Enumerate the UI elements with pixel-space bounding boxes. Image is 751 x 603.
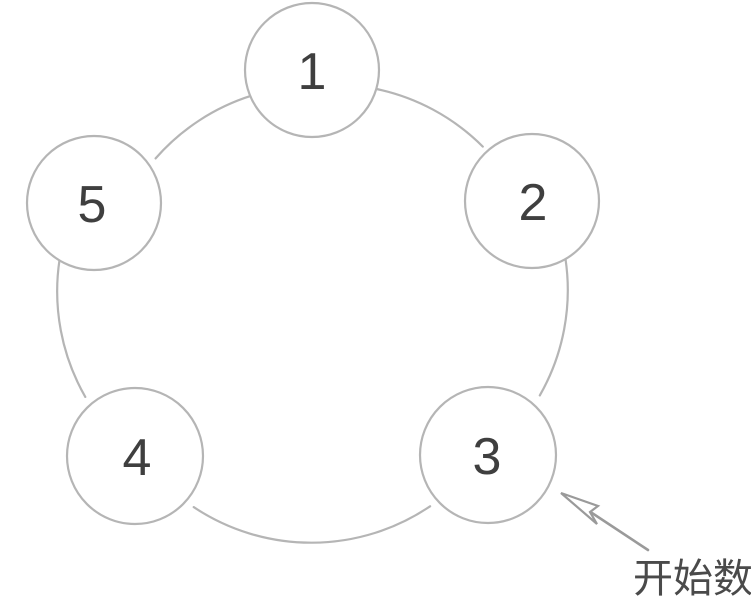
node-2-label: 2 <box>519 174 548 232</box>
edge-2-to-3 <box>538 257 569 397</box>
node-3-label: 3 <box>473 428 502 486</box>
node-3[interactable]: 3 <box>418 385 558 525</box>
node-5-circle[interactable] <box>25 134 163 272</box>
node-2-circle[interactable] <box>463 132 601 270</box>
edge-group <box>56 87 569 544</box>
node-1-label: 1 <box>298 43 327 101</box>
node-4-circle[interactable] <box>65 386 205 526</box>
edge-5-to-1 <box>154 94 253 160</box>
annotation-label: 开始数 <box>633 556 751 602</box>
arrow-shaft-line <box>584 507 650 552</box>
node-group: 1 2 3 4 5 <box>25 1 601 526</box>
node-5-label: 5 <box>78 176 107 234</box>
edge-1-to-2 <box>372 87 484 148</box>
node-1[interactable]: 1 <box>243 1 381 139</box>
edge-3-to-4 <box>192 505 432 544</box>
arrow-head-icon <box>560 491 601 525</box>
node-4[interactable]: 4 <box>65 386 205 526</box>
node-1-circle[interactable] <box>243 1 381 139</box>
node-3-circle[interactable] <box>418 385 558 525</box>
node-2[interactable]: 2 <box>463 132 601 270</box>
node-4-label: 4 <box>123 429 152 487</box>
annotation-arrow <box>560 491 650 552</box>
node-5[interactable]: 5 <box>25 134 163 272</box>
edge-4-to-5 <box>56 258 87 398</box>
